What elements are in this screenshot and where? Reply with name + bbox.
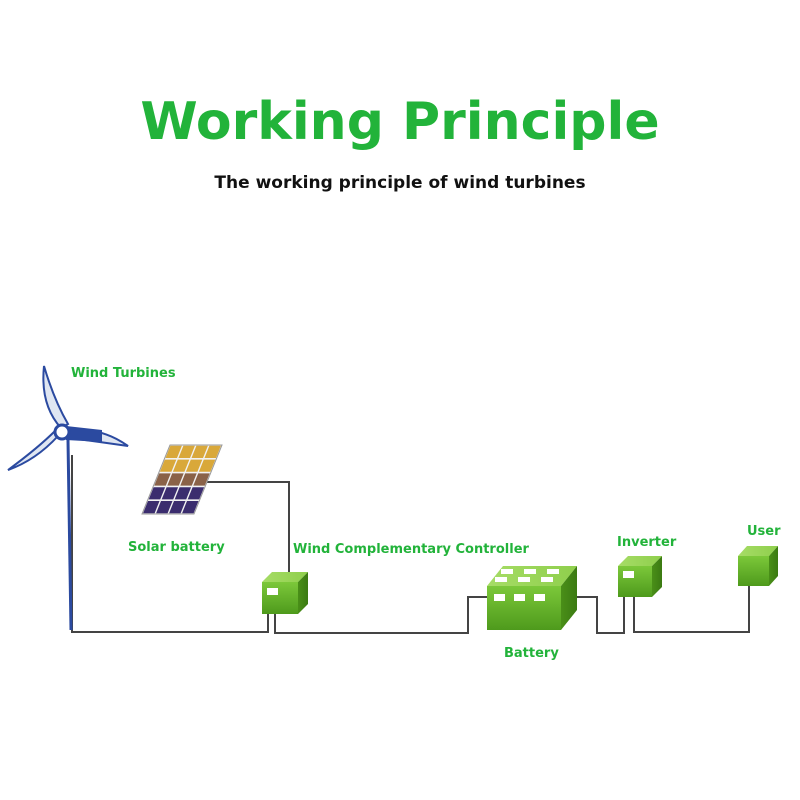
wind-turbine-icon	[7, 365, 129, 631]
page-title: Working Principle	[140, 92, 660, 152]
solar-cell	[198, 459, 216, 472]
solar-cell	[193, 473, 210, 486]
solar-cell	[180, 473, 197, 486]
solar-cell	[156, 501, 173, 514]
page-subtitle: The working principle of wind turbines	[214, 173, 586, 193]
wire-solar-to-controller	[207, 481, 290, 572]
label-controller: Wind Complementary Controller	[293, 542, 529, 557]
solar-cell	[169, 501, 186, 514]
solar-cell	[185, 459, 203, 472]
solar-cell	[182, 501, 199, 514]
solar-cell	[187, 487, 205, 500]
wiring	[71, 455, 750, 634]
label-battery: Battery	[504, 646, 559, 661]
solar-cell	[165, 445, 182, 458]
wire-battery-to-inverter	[575, 596, 625, 634]
solar-cell	[174, 487, 192, 500]
solar-cell	[172, 459, 190, 472]
solar-cell	[191, 445, 208, 458]
solar-cell	[167, 473, 184, 486]
solar-cell	[148, 487, 166, 500]
solar-cell	[178, 445, 195, 458]
solar-cell	[154, 473, 171, 486]
wire-controller-to-battery	[274, 596, 487, 634]
controller-box-icon	[262, 572, 308, 614]
user-box-icon	[738, 546, 778, 586]
solar-cell	[204, 445, 221, 458]
solar-cell	[159, 459, 177, 472]
label-solar-battery: Solar battery	[128, 540, 225, 555]
solar-cell	[161, 487, 179, 500]
battery-icon	[487, 566, 577, 630]
label-wind-turbines: Wind Turbines	[71, 366, 176, 381]
label-inverter: Inverter	[617, 535, 677, 550]
solar-panel-icon	[141, 444, 223, 515]
wire-inverter-to-user	[633, 585, 750, 633]
label-user: User	[747, 524, 781, 539]
inverter-box-icon	[618, 556, 662, 597]
wire-turbine-to-controller	[71, 455, 269, 633]
solar-cell	[143, 501, 160, 514]
